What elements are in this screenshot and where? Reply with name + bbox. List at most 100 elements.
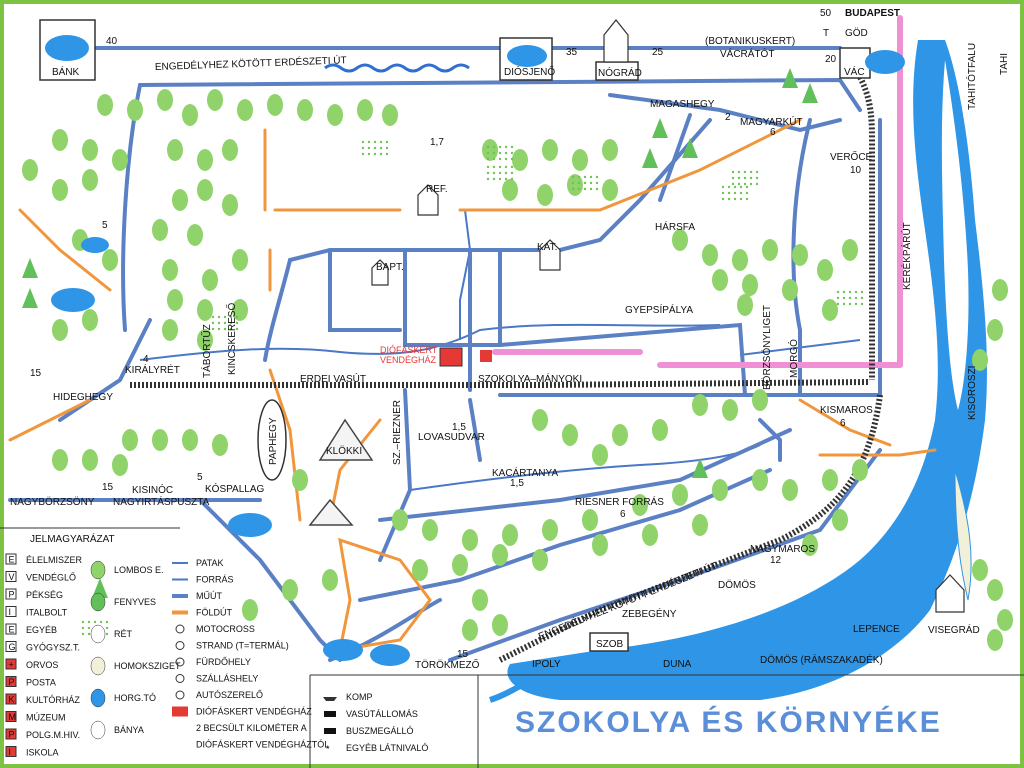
legend-label: HOMOKSZIGET	[114, 661, 181, 671]
tree-105	[987, 319, 1003, 341]
dist-1-5b: 1,5	[510, 478, 524, 489]
tree-39	[542, 139, 558, 161]
tree-65	[592, 444, 608, 466]
meadow-dot	[367, 152, 371, 156]
tree-66	[122, 429, 138, 451]
label-kerekparut: KERÉKPÁRÚT	[900, 222, 913, 290]
label-domos: DÖMÖS	[718, 579, 756, 591]
meadow-dot	[733, 191, 737, 195]
tree-102	[832, 509, 848, 531]
tree-104	[972, 349, 988, 371]
meadow-dot	[217, 321, 221, 325]
label-kiralyret: KIRÁLYRÉT	[125, 363, 180, 376]
tree-44	[567, 174, 583, 196]
tree-45	[602, 179, 618, 201]
tree-63	[532, 409, 548, 431]
conifer-5	[782, 68, 798, 88]
conifer-1	[22, 288, 38, 308]
tree-9	[357, 99, 373, 121]
meadow-dot	[235, 327, 239, 331]
tree-10	[382, 104, 398, 126]
meadow-dot	[99, 620, 103, 624]
tree-106	[992, 279, 1008, 301]
dirt-7	[268, 368, 302, 522]
lake-diosjeno	[507, 45, 547, 67]
meadow-dot	[504, 145, 508, 149]
tree-61	[612, 424, 628, 446]
label-bank: BÁNK	[52, 65, 80, 78]
fishing-lakes	[45, 35, 905, 666]
meadow-dot	[721, 191, 725, 195]
conifer-3	[682, 138, 698, 158]
tree-28	[202, 269, 218, 291]
road-forest-south	[378, 428, 792, 522]
meadow-dot	[510, 171, 514, 175]
szob-box	[589, 632, 629, 652]
legend-symbol	[323, 697, 337, 701]
meadow-dot	[504, 157, 508, 161]
label-vendeghaz: VENDÉGHÁZ	[380, 355, 437, 365]
dirt-4	[598, 118, 802, 212]
label-erdei-vasut: ERDEI VASÚT	[300, 372, 366, 385]
tree-7	[297, 99, 313, 121]
legend-label: FENYVES	[114, 597, 156, 607]
tree-108	[322, 569, 338, 591]
meadow-dot	[87, 632, 91, 636]
label-szokolya-manyoki: SZOKOLYA–MÁNYOKI	[478, 372, 582, 385]
conifer-0	[22, 258, 38, 278]
bike-path	[492, 15, 903, 368]
label-harsfa: HÁRSFA	[655, 220, 695, 233]
dist-10: 10	[850, 165, 862, 176]
road-morgo	[758, 418, 782, 462]
label-morgo: MORGÓ	[787, 339, 800, 378]
legend-symbol-letter: K	[9, 695, 15, 705]
meadow-dot	[373, 152, 377, 156]
tree-18	[172, 189, 188, 211]
label-budapest: BUDAPEST	[845, 8, 900, 19]
label-magyarkut: MAGYARKÚT	[740, 115, 803, 128]
meadow-dot	[595, 181, 599, 185]
tree-15	[197, 149, 213, 171]
meadow-dot	[498, 165, 502, 169]
label-duna: DUNA	[663, 659, 692, 670]
legend-symbol-letter: P	[9, 730, 15, 740]
meadow-dot	[583, 181, 587, 185]
legend-label: ORVOS	[26, 660, 58, 670]
tree-26	[102, 249, 118, 271]
map-title: SZOKOLYA ÉS KÖRNYÉKE	[515, 705, 942, 739]
diofaskert-guesthouse-marker[interactable]	[439, 347, 463, 367]
meadow-dot	[229, 315, 233, 319]
meadow-dot	[361, 152, 365, 156]
conifer-trees	[22, 68, 818, 598]
legend-label: FÜRDŐHELY	[196, 657, 251, 667]
legend-symbol	[90, 656, 106, 676]
legend-label: FORRÁS	[196, 575, 234, 585]
label-bapt: BAPT.	[376, 262, 404, 273]
legend-label: AUTÓSZERELŐ	[196, 690, 263, 700]
road-village-loop	[498, 322, 747, 397]
legend-label: HORG.TÓ	[114, 693, 156, 703]
tree-99	[987, 579, 1003, 601]
legend-symbol	[5, 746, 17, 757]
meadow-dot	[492, 165, 496, 169]
meadow-dot	[87, 620, 91, 624]
legend-label: LOMBOS E.	[114, 565, 164, 575]
dist-2: 2	[725, 112, 731, 123]
meadow-dot	[854, 290, 858, 294]
tree-47	[702, 244, 718, 266]
meadow-dot	[211, 321, 215, 325]
tree-11	[52, 129, 68, 151]
meadow-dot	[81, 626, 85, 630]
castle-visegrad	[935, 574, 965, 613]
tree-52	[742, 274, 758, 296]
label-nograd: NÓGRÁD	[598, 66, 642, 79]
main-railway-south	[498, 394, 883, 663]
meadow-dot	[860, 290, 864, 294]
tree-37	[482, 139, 498, 161]
dist-40: 40	[106, 36, 118, 47]
meadow-dot	[743, 170, 747, 174]
legend-label: FÖLDÚT	[196, 608, 233, 618]
